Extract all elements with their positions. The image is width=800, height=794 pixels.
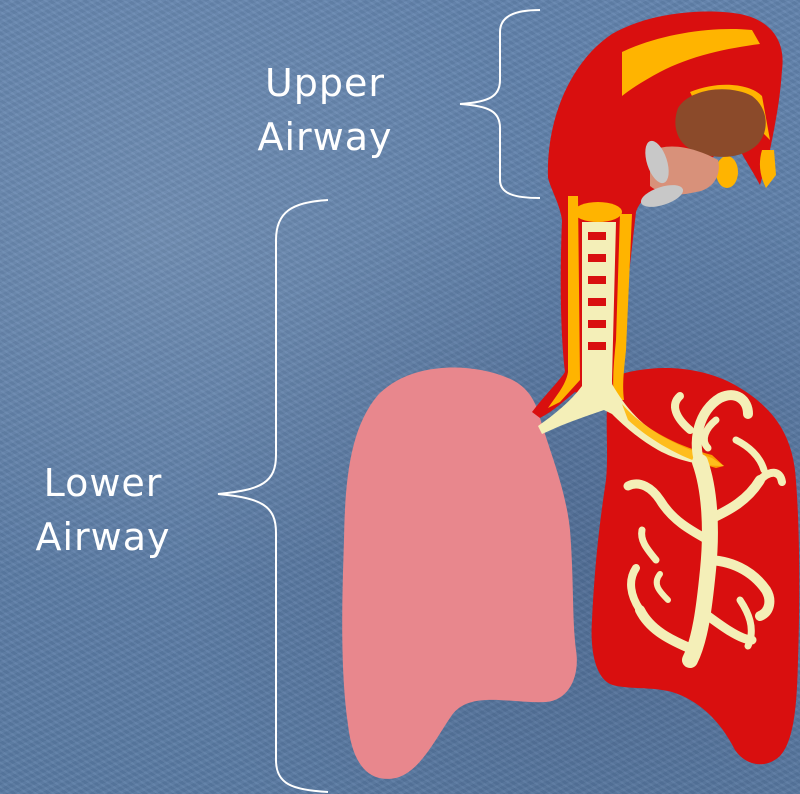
trachea-ring — [588, 342, 606, 350]
trachea-ring — [588, 232, 606, 240]
trachea-ring — [588, 254, 606, 262]
trachea-ring — [588, 320, 606, 328]
lower-airway-brace — [218, 200, 328, 792]
trachea-ring — [588, 276, 606, 284]
larynx-knob — [716, 156, 738, 188]
epiglottis-highlight — [760, 150, 776, 188]
upper-airway-brace — [460, 10, 540, 198]
trachea-top-ring — [574, 202, 622, 222]
trachea-ring — [588, 298, 606, 306]
tongue — [675, 89, 765, 157]
